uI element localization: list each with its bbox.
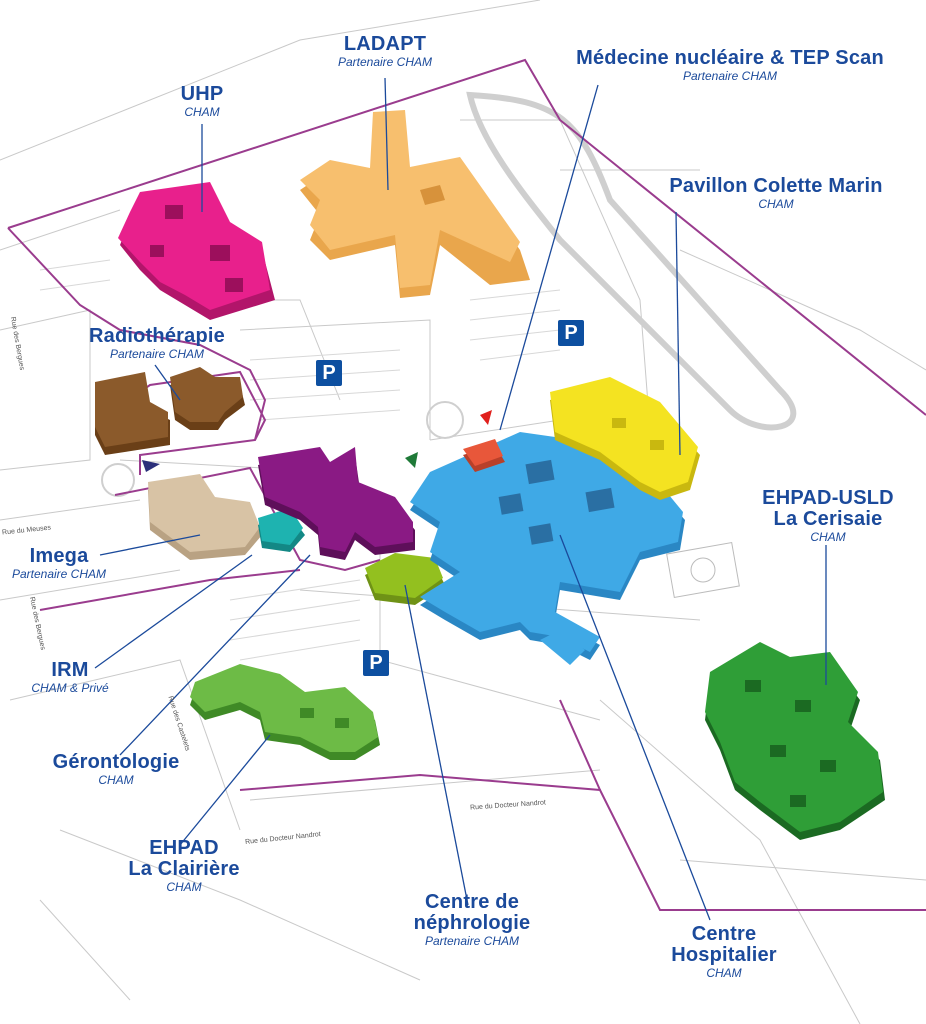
label-subtitle: Partenaire CHAM — [337, 55, 433, 69]
building-medecine-nucleaire[interactable] — [463, 439, 505, 472]
label-title: néphrologie — [413, 912, 531, 934]
label-subtitle: Partenaire CHAM — [109, 347, 205, 361]
label-title: UHP — [180, 83, 224, 105]
label-subtitle: CHAM — [166, 880, 202, 894]
label-medecine-nucleaire: Médecine nucléaire & TEP Scan Partenaire… — [530, 48, 926, 83]
label-radiotherapie: Radiothérapie Partenaire CHAM — [62, 326, 252, 361]
label-title: EHPAD-USLD — [762, 487, 894, 509]
building-irm[interactable] — [258, 508, 305, 552]
label-title: Centre — [691, 923, 757, 945]
label-uhp: UHP CHAM — [162, 84, 242, 119]
parking-sign: P — [316, 360, 342, 386]
label-title: Hospitalier — [671, 944, 777, 966]
label-pavillon: Pavillon Colette Marin CHAM — [628, 176, 924, 211]
running-track — [466, 91, 797, 431]
parking-sign: P — [363, 650, 389, 676]
label-subtitle: CHAM — [706, 966, 742, 980]
label-title: Radiothérapie — [89, 325, 225, 347]
building-imega[interactable] — [148, 474, 262, 560]
flag-green — [405, 452, 418, 468]
label-centre-hospitalier: Centre Hospitalier CHAM — [646, 924, 802, 980]
building-pavillon[interactable] — [550, 377, 700, 500]
site-perimeter — [7, 58, 926, 911]
flag-navy — [142, 460, 160, 472]
flag-red — [480, 410, 492, 425]
building-nephrologie[interactable] — [365, 553, 445, 605]
leader-lines — [94, 77, 827, 921]
roundabout — [426, 401, 464, 439]
label-title: LADAPT — [343, 33, 427, 55]
label-ehpad-clairiere: EHPAD La Clairière CHAM — [106, 838, 262, 894]
roundabout — [101, 463, 135, 497]
label-title: Imega — [29, 545, 89, 567]
building-uhp[interactable] — [118, 182, 275, 320]
label-gerontologie: Gérontologie CHAM — [36, 752, 196, 787]
label-imega: Imega Partenaire CHAM — [0, 546, 118, 581]
parking-sign: P — [558, 320, 584, 346]
label-title: La Clairière — [128, 858, 240, 880]
label-title: Gérontologie — [52, 751, 180, 773]
label-ladapt: LADAPT Partenaire CHAM — [320, 34, 450, 69]
label-title: La Cerisaie — [773, 508, 883, 530]
building-ladapt[interactable] — [300, 110, 530, 298]
label-subtitle: CHAM — [98, 773, 134, 787]
label-nephrologie: Centre de néphrologie Partenaire CHAM — [404, 892, 540, 948]
building-ehpad-clairiere[interactable] — [190, 664, 380, 760]
label-subtitle: Partenaire CHAM — [424, 934, 520, 948]
label-title: IRM — [51, 659, 89, 681]
label-title: Médecine nucléaire & TEP Scan — [576, 47, 884, 69]
label-subtitle: CHAM — [810, 530, 846, 544]
label-title: Pavillon Colette Marin — [669, 175, 883, 197]
label-subtitle: CHAM — [758, 197, 794, 211]
building-centre-hospitalier[interactable] — [410, 432, 685, 665]
label-subtitle: CHAM & Privé — [31, 681, 109, 695]
label-title: EHPAD — [149, 837, 219, 859]
label-title: Centre de — [424, 891, 520, 913]
label-ehpad-usld: EHPAD-USLD La Cerisaie CHAM — [740, 488, 916, 544]
building-radiotherapie[interactable] — [95, 367, 245, 455]
label-subtitle: CHAM — [184, 105, 220, 119]
label-irm: IRM CHAM & Privé — [20, 660, 120, 695]
heliport — [666, 542, 740, 598]
label-subtitle: Partenaire CHAM — [682, 69, 778, 83]
building-ehpad-usld[interactable] — [705, 642, 885, 840]
building-gerontologie[interactable] — [258, 447, 415, 560]
label-subtitle: Partenaire CHAM — [11, 567, 107, 581]
heliport-circle — [690, 557, 716, 583]
